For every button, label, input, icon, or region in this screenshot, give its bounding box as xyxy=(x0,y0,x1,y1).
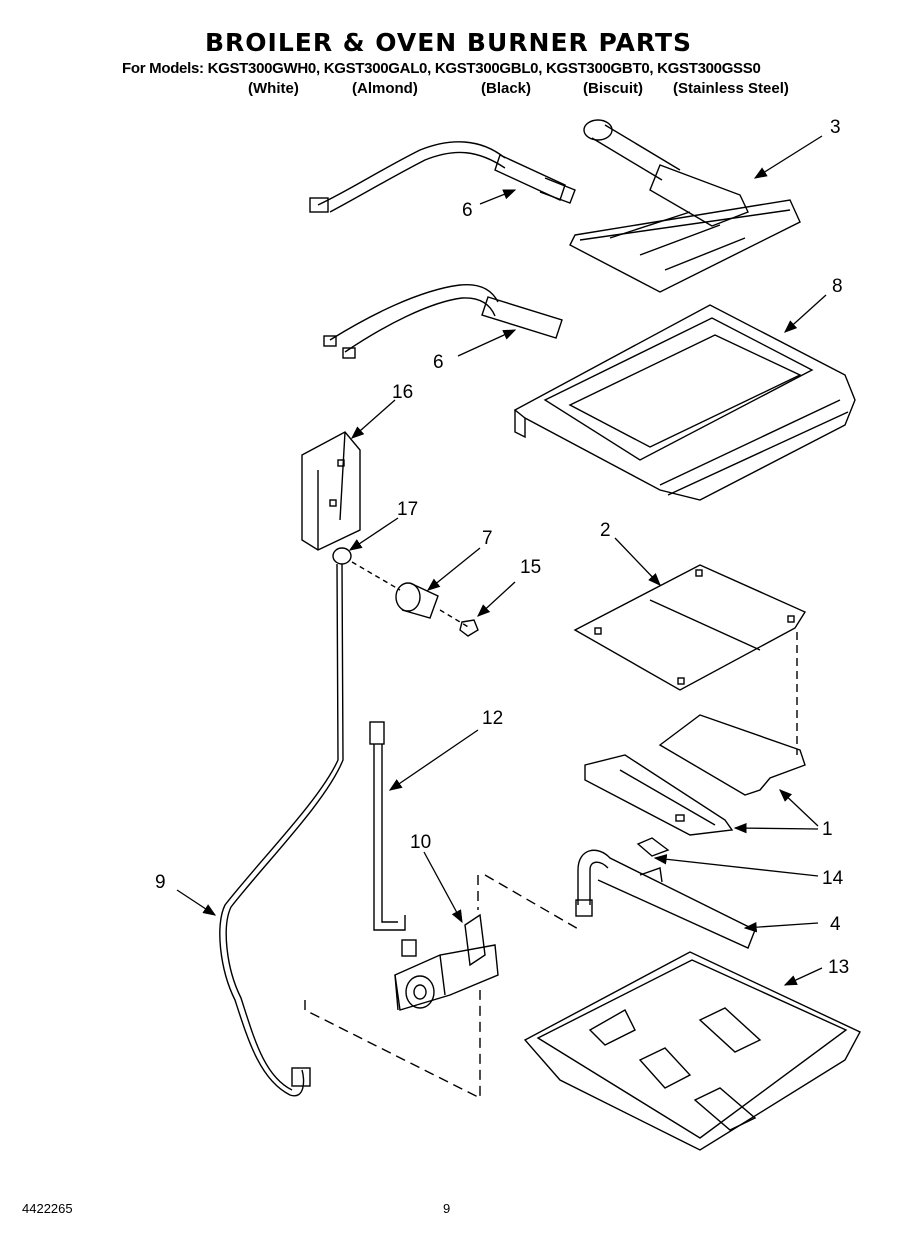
part-6-igniter-upper xyxy=(309,141,576,213)
leader-9 xyxy=(176,889,217,916)
leader-1a xyxy=(779,789,819,827)
callout-10: 10 xyxy=(410,832,431,853)
part-14-clip xyxy=(636,837,670,857)
callout-3: 3 xyxy=(830,117,841,138)
leader-4 xyxy=(743,922,819,933)
model-colors: (White) (Almond) (Black) (Biscuit) (Stai… xyxy=(0,80,897,98)
callout-9: 9 xyxy=(155,872,166,893)
part-15-nut xyxy=(459,619,479,637)
part-2-shield xyxy=(573,564,807,691)
color-biscuit: (Biscuit) xyxy=(583,80,643,97)
leader-10 xyxy=(423,851,463,924)
callout-1: 1 xyxy=(822,819,833,840)
part-3-broiler-burner xyxy=(569,119,801,293)
leader-1b xyxy=(733,822,819,834)
part-13-burner-pan xyxy=(523,951,861,1151)
leader-8 xyxy=(784,294,827,333)
callout-6-upper: 6 xyxy=(462,200,473,221)
page-title: BROILER & OVEN BURNER PARTS xyxy=(204,28,693,57)
callout-2: 2 xyxy=(600,520,611,541)
part-8-deflector xyxy=(513,304,856,501)
callout-16: 16 xyxy=(392,382,413,403)
models-line: For Models: KGST300GWH0, KGST300GAL0, KG… xyxy=(122,60,761,77)
leader-2 xyxy=(614,537,661,586)
leader-16 xyxy=(351,399,396,439)
leader-14 xyxy=(653,854,819,877)
callout-15: 15 xyxy=(520,557,541,578)
callout-12: 12 xyxy=(482,708,503,729)
part-number: 4422265 xyxy=(22,1201,73,1216)
leader-17 xyxy=(348,517,399,551)
color-almond: (Almond) xyxy=(352,80,418,97)
callout-17: 17 xyxy=(397,499,418,520)
leader-7 xyxy=(426,547,481,591)
part-6-igniter-lower xyxy=(323,283,563,359)
callout-7: 7 xyxy=(482,528,493,549)
part-17-orifice xyxy=(332,547,352,565)
leader-15 xyxy=(477,581,516,617)
leader-6b xyxy=(457,329,517,357)
part-16-bracket xyxy=(301,431,361,551)
callout-4: 4 xyxy=(830,914,841,935)
color-white: (White) xyxy=(248,80,299,97)
leader-6a xyxy=(479,189,517,205)
callout-14: 14 xyxy=(822,868,844,889)
part-4-oven-burner xyxy=(575,849,756,949)
page-number: 9 xyxy=(443,1201,451,1216)
leader-3 xyxy=(753,135,823,179)
leader-13 xyxy=(783,967,823,986)
color-black: (Black) xyxy=(481,80,532,97)
callout-8: 8 xyxy=(832,276,843,297)
callout-13: 13 xyxy=(828,957,849,978)
part-12-tube xyxy=(369,721,417,957)
part-1-bracket-assembly xyxy=(584,714,806,836)
leader-12 xyxy=(388,729,479,791)
part-7-air-shutter xyxy=(395,582,439,619)
callout-6-lower: 6 xyxy=(433,352,444,373)
color-stainless: (Stainless Steel) xyxy=(673,80,789,97)
part-9-gas-tube xyxy=(219,563,344,1097)
part-10-valve xyxy=(394,913,499,1011)
